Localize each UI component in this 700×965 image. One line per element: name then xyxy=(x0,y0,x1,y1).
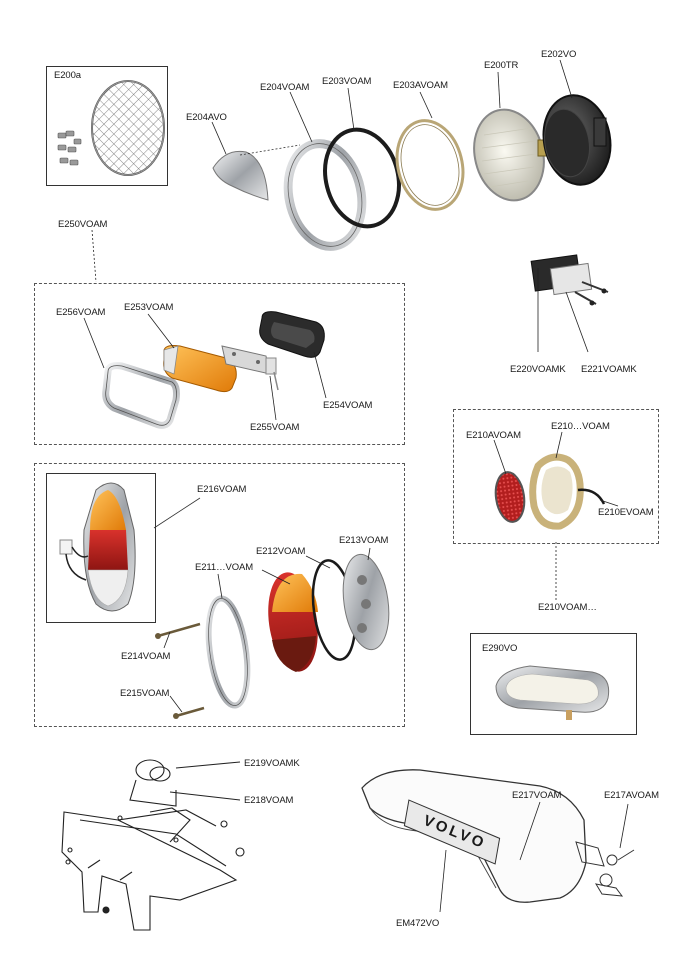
box-e211-group xyxy=(34,463,405,727)
indicator-bezel xyxy=(102,362,180,429)
license-plate-lamp xyxy=(530,254,609,306)
label-e250voam: E250VOAM xyxy=(58,219,108,230)
courtesy-lamp xyxy=(495,665,610,720)
number-plate-trim: VOLVO xyxy=(361,769,635,903)
long-screw xyxy=(157,622,201,638)
tail-lamp-assembly xyxy=(59,482,201,612)
label-e214voam: E214VOAM xyxy=(121,651,171,662)
headlamp-visor xyxy=(212,144,301,201)
label-e218voam: E218VOAM xyxy=(244,795,294,806)
label-e213voam: E213VOAM xyxy=(339,535,389,546)
label-e256voam: E256VOAM xyxy=(56,307,106,318)
marker-lamp-red-lens xyxy=(494,471,526,523)
label-e254voam: E254VOAM xyxy=(323,400,373,411)
box-e216 xyxy=(46,473,156,623)
label-e210voam-group: E210VOAM… xyxy=(538,602,597,613)
label-e221voamk: E221VOAMK xyxy=(581,364,637,375)
box-e250-group xyxy=(34,283,405,445)
tail-lamp-lens xyxy=(268,572,318,672)
grille-clips xyxy=(57,130,82,166)
label-e217avoam: E217AVOAM xyxy=(604,790,659,801)
label-e253voam: E253VOAM xyxy=(124,302,174,313)
label-e217voam: E217VOAM xyxy=(512,790,562,801)
indicator-bracket xyxy=(221,345,279,391)
short-screw xyxy=(175,706,205,718)
label-e202vo: E202VO xyxy=(541,49,577,60)
label-e216voam: E216VOAM xyxy=(197,484,247,495)
label-e255voam: E255VOAM xyxy=(250,422,300,433)
label-e211voam: E211…VOAM xyxy=(195,562,254,573)
tail-lamp-trim xyxy=(205,595,251,709)
label-e210voam-ring: E210…VOAM xyxy=(551,421,610,432)
label-em472vo: EM472VO xyxy=(396,918,440,929)
headlamp-unit xyxy=(473,108,551,202)
indicator-amber-lens xyxy=(163,345,237,393)
headlamp-trim-ring xyxy=(283,139,367,251)
label-e204avo: E204AVO xyxy=(186,112,227,123)
label-e200a: E200a xyxy=(54,70,81,81)
label-e203voam: E203VOAM xyxy=(322,76,372,87)
rear-plate-bracket xyxy=(61,759,245,931)
leader-lines xyxy=(83,59,629,913)
tail-lamp-reflector xyxy=(342,553,390,651)
marker-lamp-housing xyxy=(529,453,606,530)
box-e200a xyxy=(46,66,168,186)
headlamp-grille xyxy=(91,80,165,176)
box-e290vo xyxy=(470,633,637,735)
label-e290vo: E290VO xyxy=(482,643,518,654)
label-e200tr: E200TR xyxy=(484,60,519,71)
label-e220voamk: E220VOAMK xyxy=(510,364,566,375)
label-e215voam: E215VOAM xyxy=(120,688,170,699)
label-e203avoam: E203AVOAM xyxy=(393,80,448,91)
headlamp-retaining-ring xyxy=(395,119,465,211)
headlamp-bowl xyxy=(542,94,612,186)
indicator-housing xyxy=(259,311,325,358)
label-e219voamk: E219VOAMK xyxy=(244,758,300,769)
label-e212voam: E212VOAM xyxy=(256,546,306,557)
label-e210avoam: E210AVOAM xyxy=(466,430,521,441)
label-e210evoam: E210EVOAM xyxy=(598,507,654,518)
label-e204voam: E204VOAM xyxy=(260,82,310,93)
